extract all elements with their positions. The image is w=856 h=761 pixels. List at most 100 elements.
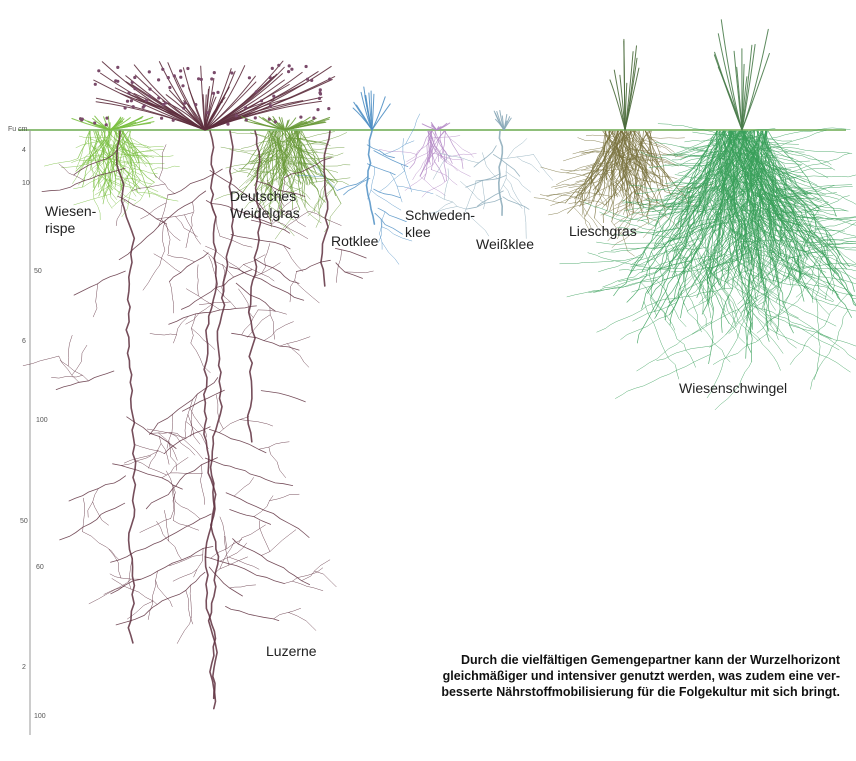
root-luzerne (104, 579, 131, 594)
root-schwedenklee (422, 181, 447, 198)
luzerne-flower (167, 76, 170, 79)
luzerne-flower (312, 116, 315, 119)
root-rotklee (375, 213, 403, 234)
root-rotklee (371, 190, 401, 210)
root-rotklee (378, 212, 385, 243)
depth-tick: 10 (22, 180, 30, 187)
root-luzerne (274, 608, 301, 619)
root-lieschgras (551, 183, 586, 187)
root-rotklee (382, 242, 399, 264)
root-luzerne (230, 585, 256, 588)
luzerne-flower (183, 102, 186, 105)
root-wiesenschwingel (790, 325, 856, 349)
luzerne-flower (277, 64, 280, 67)
figure-caption: Durch die vielfältigen Gemengepartner ka… (280, 652, 840, 700)
root-luzerne (236, 283, 275, 311)
root-deutsches-weidelgras (308, 188, 333, 216)
root-luzerne (171, 473, 203, 474)
luzerne-flower (168, 86, 171, 89)
shoot-wiesenrispe (72, 119, 110, 131)
root-luzerne (239, 255, 266, 269)
root-luzerne (292, 581, 323, 591)
root-wiesenschwingel (811, 311, 848, 390)
root-wiesenschwingel (567, 281, 656, 297)
root-luzerne (116, 200, 125, 226)
caption-line: Durch die vielfältigen Gemengepartner ka… (280, 652, 840, 668)
root-luzerne (284, 568, 323, 584)
root-luzerne (238, 525, 265, 544)
root-luzerne (230, 510, 271, 525)
root-luzerne (186, 590, 193, 624)
luzerne-flower (268, 118, 271, 121)
luzerne-flower (105, 117, 108, 120)
root-luzerne (160, 220, 166, 265)
root-luzerne (69, 476, 126, 501)
root-luzerne (220, 517, 227, 549)
luzerne-flower (126, 100, 129, 103)
shoot-lieschgras (625, 58, 637, 130)
root-weissklee (507, 139, 527, 159)
root-luzerne (232, 333, 300, 350)
root-deutsches-weidelgras (230, 150, 261, 157)
root-luzerne (150, 334, 177, 336)
root-luzerne (197, 265, 198, 296)
root-luzerne (60, 503, 125, 540)
luzerne-flower (260, 99, 263, 102)
luzerne-flower (173, 74, 176, 77)
luzerne-flower (97, 69, 100, 72)
label-wiesenrispe: Wiesen- rispe (45, 203, 96, 237)
luzerne-flower (274, 120, 277, 123)
root-wiesenschwingel (743, 282, 799, 318)
luzerne-flower (269, 104, 272, 107)
luzerne-flower (288, 64, 291, 67)
root-weissklee (499, 131, 503, 215)
root-luzerne (23, 356, 59, 366)
root-luzerne (259, 442, 290, 450)
root-luzerne (270, 494, 300, 501)
root-luzerne (288, 612, 316, 630)
root-luzerne (93, 502, 109, 525)
luzerne-flower (287, 70, 290, 73)
root-luzerne (262, 244, 270, 274)
root-luzerne (314, 571, 336, 587)
luzerne-flower (179, 76, 182, 79)
luzerne-flower (255, 90, 258, 93)
root-deutsches-weidelgras (312, 147, 344, 149)
root-luzerne (68, 335, 72, 366)
root-luzerne (173, 520, 199, 530)
luzerne-flower (210, 77, 213, 80)
root-deutsches-weidelgras (320, 182, 337, 209)
root-luzerne (270, 308, 275, 340)
depth-tick: 6 (22, 338, 26, 345)
root-lieschgras (563, 151, 601, 161)
root-luzerne (240, 420, 273, 427)
luzerne-flower (305, 65, 308, 68)
root-lieschgras (643, 158, 679, 166)
root-weissklee (482, 153, 497, 179)
root-rotklee (397, 186, 433, 194)
depth-tick: 2 (22, 664, 26, 671)
root-luzerne (215, 287, 236, 308)
depth-tick: 60 (36, 564, 44, 571)
root-luzerne (205, 131, 233, 698)
luzerne-flower (290, 68, 293, 71)
root-luzerne (345, 271, 374, 273)
root-weissklee (478, 191, 504, 206)
root-luzerne (214, 557, 247, 573)
luzerne-flower (327, 107, 330, 110)
root-luzerne (336, 263, 363, 279)
root-luzerne (158, 433, 177, 460)
root-luzerne (261, 391, 305, 402)
root-luzerne (116, 572, 205, 625)
root-wiesenrispe (74, 175, 102, 189)
depth-tick: 100 (34, 713, 46, 720)
root-lieschgras (541, 167, 591, 178)
root-luzerne (226, 493, 309, 538)
root-luzerne (284, 245, 303, 271)
luzerne-flower (164, 102, 167, 105)
root-luzerne (254, 496, 273, 517)
root-luzerne (233, 539, 310, 585)
root-wiesenschwingel (802, 168, 831, 171)
luzerne-flower (235, 114, 238, 117)
depth-tick: 4 (22, 147, 26, 154)
